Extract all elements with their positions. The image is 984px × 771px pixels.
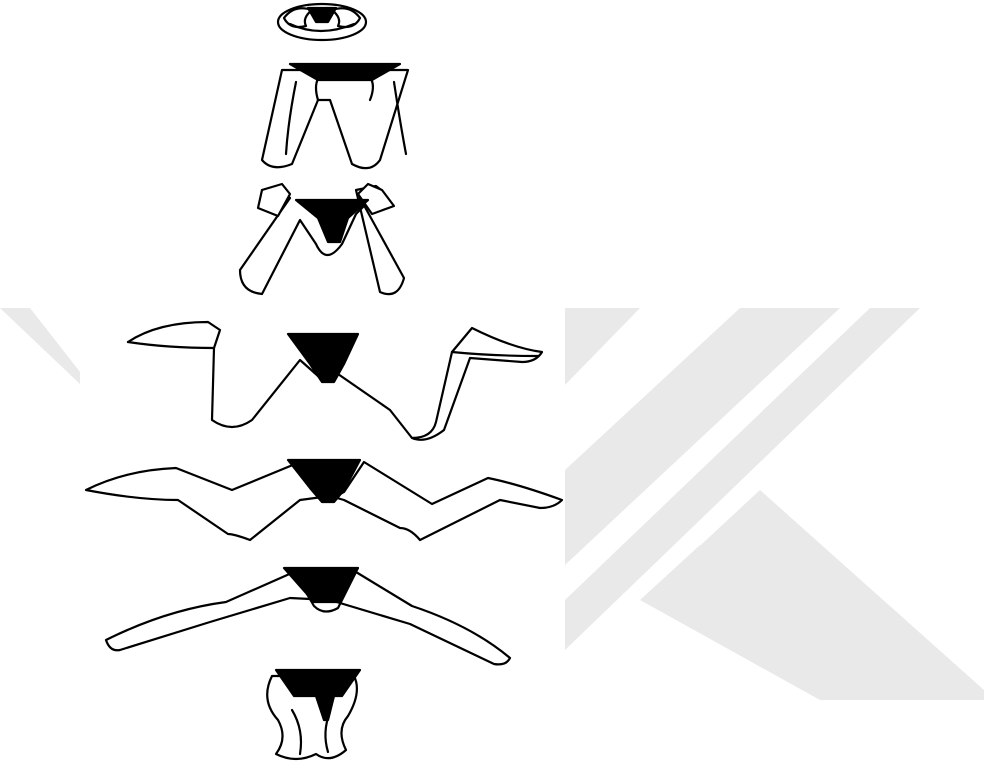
- frame-legs-closed-together: [267, 670, 360, 759]
- frame-thighs-raised: [262, 64, 408, 168]
- frame-knees-tucked: [278, 4, 366, 40]
- frame-kick-extending: [86, 460, 562, 540]
- frame-frog-kick-bent: [128, 322, 542, 440]
- frame-legs-opening: [240, 184, 404, 294]
- frame-legs-extended-wide: [106, 568, 510, 664]
